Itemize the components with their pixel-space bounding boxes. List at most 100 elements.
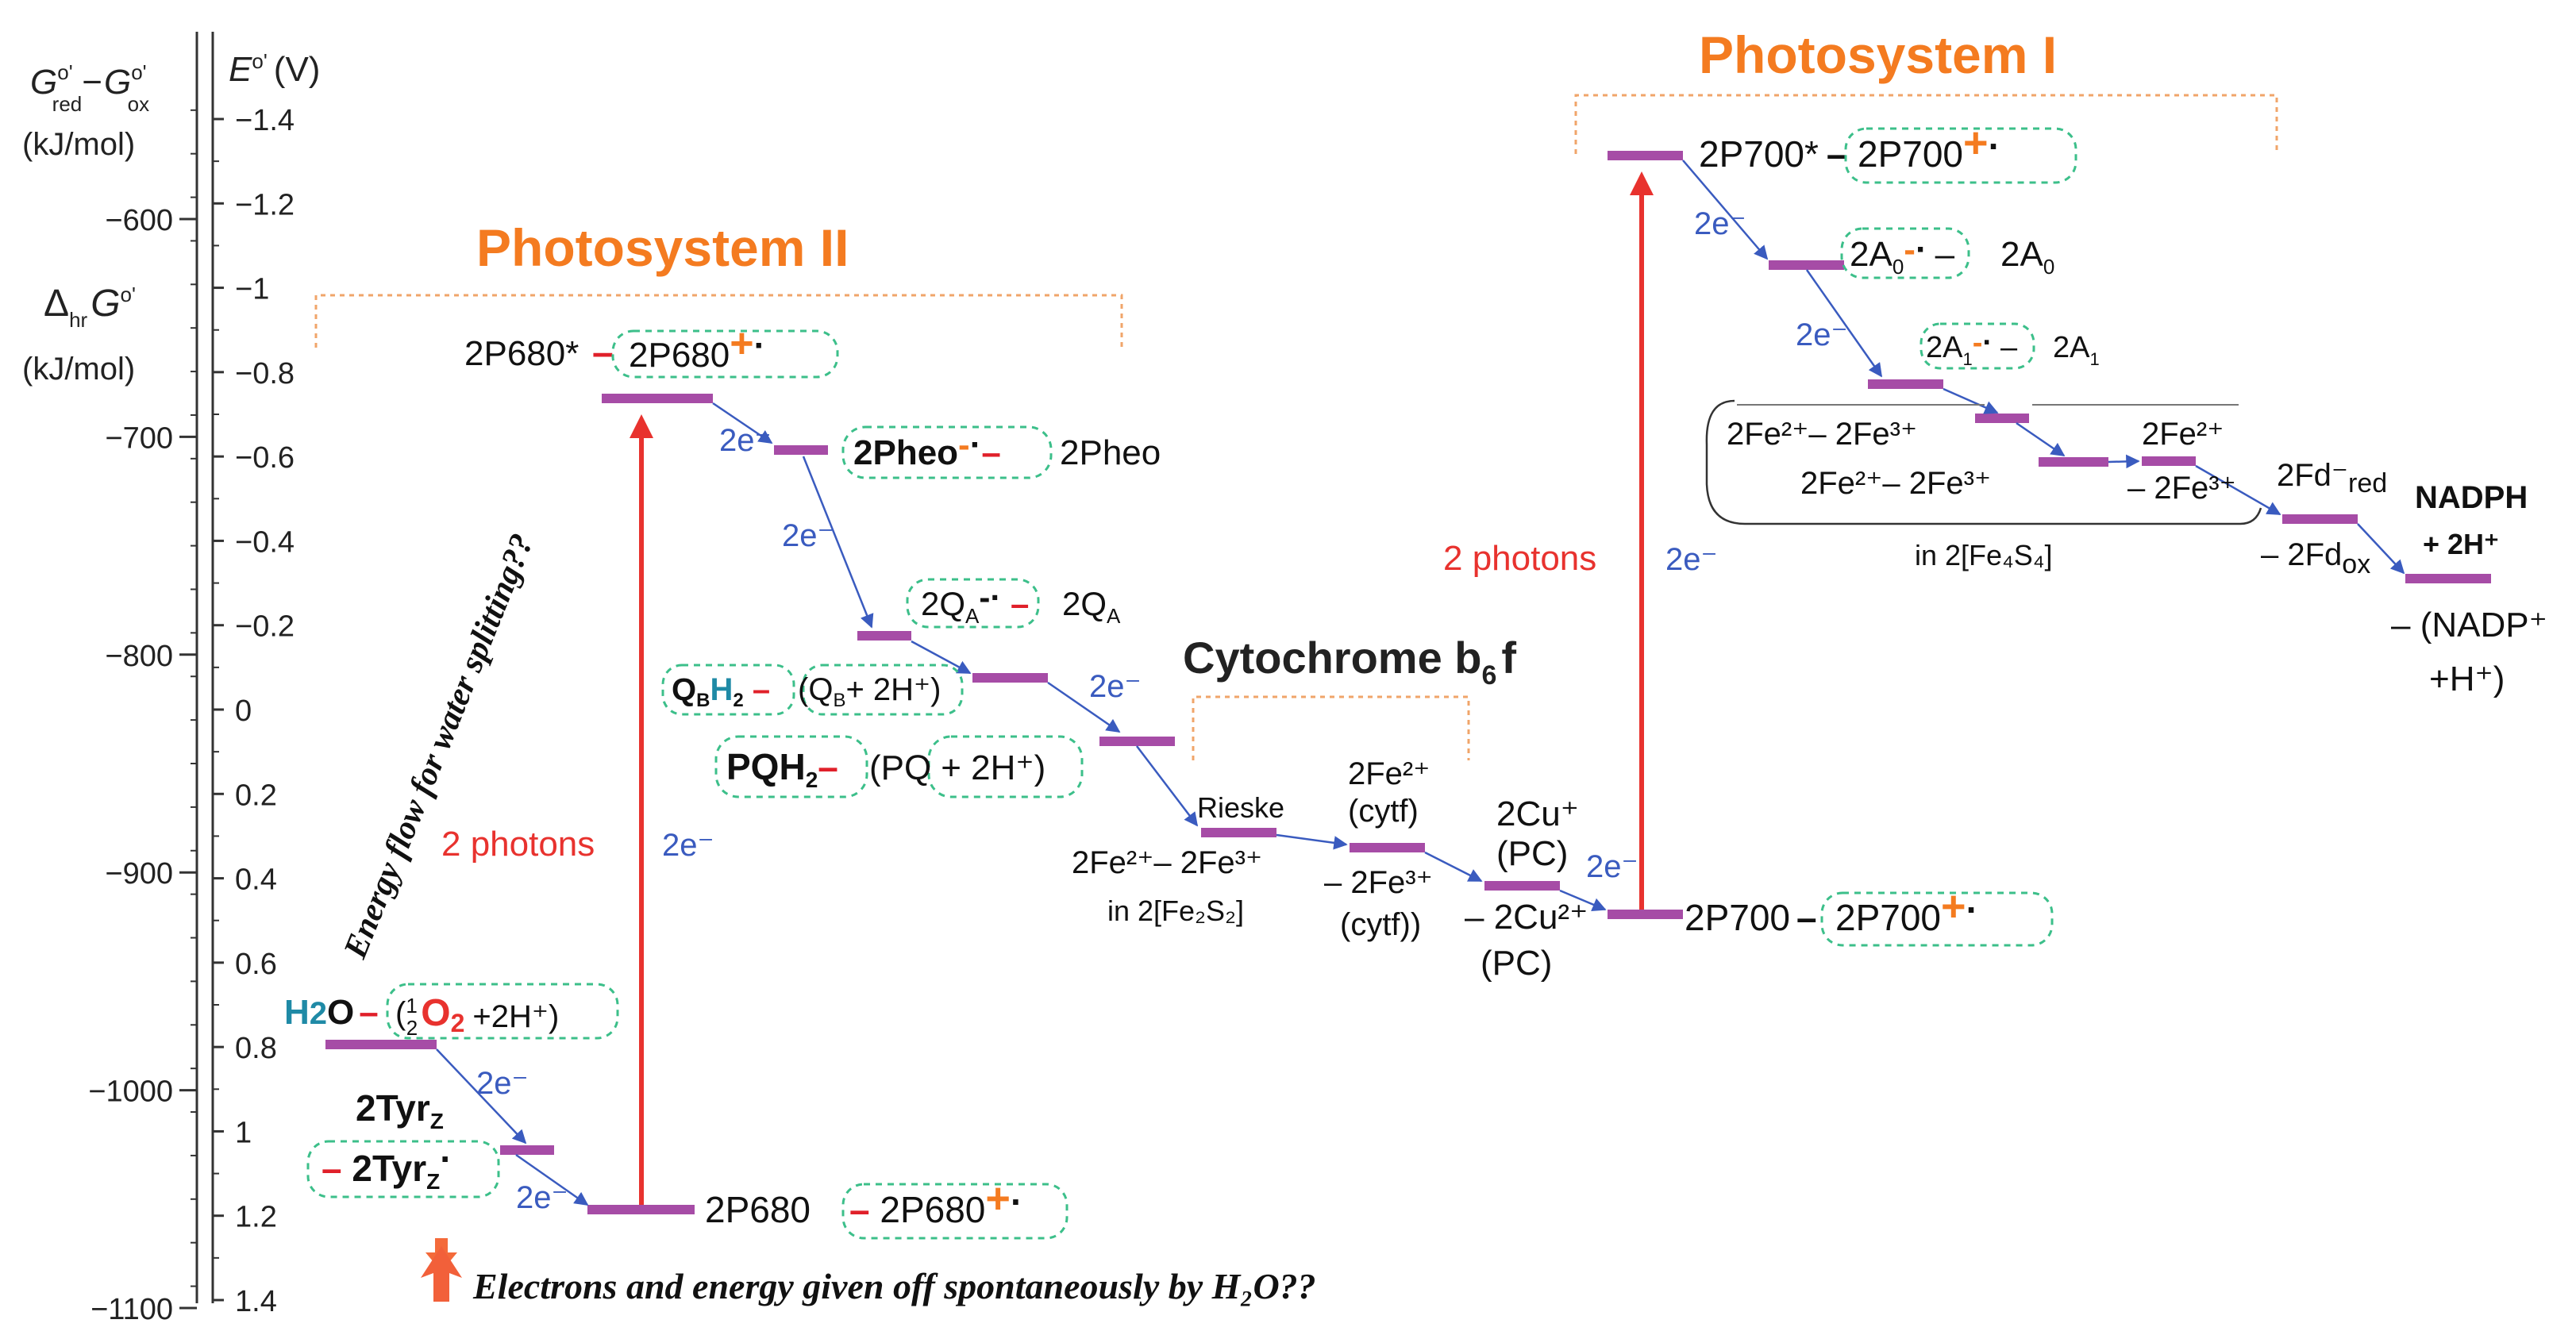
p680-label: 2P680 — [705, 1189, 811, 1230]
spontaneous-arrow-icon — [421, 1246, 462, 1302]
a0-label: 2A0 — [2000, 235, 2054, 279]
ps1-photon-2e-label: 2e⁻ — [1665, 542, 1718, 577]
level-fe4s4-b — [2039, 457, 2108, 467]
p700-ox-label: 2P700+· — [1835, 883, 1978, 938]
a1-red-label: 2A1-·– — [1926, 326, 2018, 369]
energy-levels — [325, 151, 2491, 1214]
arrow-pc-p700 — [1559, 889, 1607, 911]
ps2-heading: Photosystem II — [476, 218, 849, 277]
p700-ox-box — [1820, 891, 2054, 947]
tyr-ox-label: – 2TyrZ· — [322, 1138, 452, 1194]
level-p700-excited — [1608, 151, 1683, 160]
electron-arrows — [436, 160, 2405, 1206]
p700-excited-ox-label: 2P700+· — [1858, 119, 2000, 175]
level-fe4s4-c — [2142, 456, 2196, 466]
e-label-4: 2e⁻ — [1586, 849, 1638, 884]
fe4s4-c-top-label: 2Fe²⁺ — [2142, 417, 2224, 452]
level-tyrz — [500, 1145, 554, 1155]
p680-ox-label: – 2P680+· — [849, 1175, 1022, 1230]
dg-tick-group: −600−700−800−900−1000−1100 — [88, 109, 197, 1326]
water-label: H2O– — [284, 993, 379, 1032]
arrow-fe4s4-fd — [2195, 464, 2281, 516]
tyr-ox-box — [306, 1140, 500, 1198]
e-tick-label: −1 — [235, 273, 269, 306]
level-qa — [857, 631, 911, 641]
level-rieske — [1201, 828, 1276, 837]
tyr-red-label: 2TyrZ — [356, 1087, 444, 1133]
cytf-ox-top: – 2Fe³⁺ — [1324, 865, 1433, 900]
qbh2-box — [661, 664, 795, 716]
rieske-label: Rieske — [1197, 791, 1284, 824]
drg-axis-units: (kJ/mol) — [22, 352, 135, 387]
e-tick-label: 0.2 — [235, 779, 277, 812]
ps1-heading: Photosystem I — [1699, 25, 2057, 84]
dg-tick-label: −1100 — [90, 1293, 173, 1326]
pheo-red-box — [841, 425, 1053, 479]
pqh2-label: PQH2– — [726, 746, 838, 792]
energy-flow-annotation: Energy flow for water splitting?? — [337, 529, 541, 964]
level-a1 — [1868, 379, 1943, 389]
e-label-7: 2e⁻ — [476, 1066, 529, 1101]
p700-excited-label: 2P700*– — [1699, 133, 1847, 175]
level-fd — [2282, 514, 2358, 524]
e-tick-label: −0.8 — [235, 357, 295, 390]
level-p680-excited — [602, 394, 713, 403]
level-qb — [972, 673, 1048, 683]
qb-ox-label: (QB+ 2H⁺) — [798, 672, 941, 711]
ps1-bracket — [1574, 94, 2278, 154]
e-tick-group: −1.4−1.2−1−0.8−0.6−0.4−0.200.20.40.60.81… — [213, 104, 295, 1318]
e-label-6: 2e⁻ — [1796, 317, 1848, 352]
energy-axes: −600−700−800−900−1000−1100 −1.4−1.2−1−0.… — [22, 32, 320, 1326]
cytf-ox-bot: (cytf)) — [1340, 907, 1421, 942]
level-p680 — [587, 1205, 695, 1214]
electron-labels: 2e⁻ 2e⁻ 2e⁻ 2e⁻ 2e⁻ 2e⁻ 2e⁻ 2e⁻ — [476, 206, 1848, 1215]
dg-axis-units: (kJ/mol) — [22, 127, 135, 162]
arrow-fe4s4-b-c — [2108, 454, 2140, 469]
level-pheo — [774, 445, 828, 455]
pqh2-box — [714, 735, 868, 798]
ps2-photon-2e-label: 2e⁻ — [662, 828, 714, 863]
level-a0 — [1769, 260, 1844, 270]
dg-tick-label: −1000 — [88, 1075, 173, 1109]
cytf-red-bot: (cytf) — [1348, 794, 1419, 829]
pheo-label: 2Pheo — [1060, 433, 1161, 472]
a0-red-label: 2A0-·– — [1850, 230, 1955, 279]
fe2s2-line-label: 2Fe²⁺– 2Fe³⁺ — [1072, 845, 1262, 880]
fe2s2-in-label: in 2[Fe₂S₂] — [1107, 894, 1244, 927]
arrow-cytf-pc — [1424, 851, 1483, 883]
arrow-water-tyr — [436, 1048, 527, 1145]
e-tick-label: 0.6 — [235, 948, 277, 981]
pc-ox-top: – 2Cu²⁺ — [1465, 898, 1588, 937]
fe4s4-in-label: in 2[Fe₄S₄] — [1915, 539, 2052, 571]
dg-tick-label: −600 — [105, 204, 173, 237]
nadph-2h-label: + 2H⁺ — [2423, 528, 2499, 560]
arrow-a1-fe4s4 — [1943, 387, 1999, 414]
level-pc — [1484, 881, 1560, 891]
dg-tick-label: −700 — [105, 421, 173, 455]
p680-excited-ox-box — [611, 329, 839, 379]
ps2-photons-label: 2 photons — [441, 825, 595, 864]
fd-red-label: 2Fd⁻red — [2277, 458, 2387, 498]
e-axis-label: Eo'(V) — [229, 49, 320, 89]
oxygen-box — [386, 983, 619, 1040]
level-pq — [1099, 737, 1175, 746]
arrow-qa-qb — [911, 640, 972, 675]
pc-red-bot: (PC) — [1496, 834, 1568, 873]
arrow-p680-pheo — [712, 402, 773, 444]
pq-ox-box — [927, 735, 1084, 798]
pc-ox-bot: (PC) — [1481, 944, 1552, 983]
arrow-qb-pq — [1047, 681, 1121, 733]
fe4s4-c-bot-label: – 2Fe³⁺ — [2127, 471, 2236, 506]
qbh2-label: QBH2 – — [672, 672, 770, 711]
e-tick-label: 1 — [235, 1116, 252, 1149]
pheo-red-label: 2Pheo-·– — [853, 425, 1001, 472]
pc-red-top: 2Cu⁺ — [1496, 794, 1579, 833]
e-tick-label: −0.6 — [235, 441, 295, 475]
level-p700 — [1608, 910, 1683, 919]
e-label-2: 2e⁻ — [782, 518, 834, 553]
drg-axis-label: ΔhrGo' — [44, 283, 136, 332]
p680-excited-ox-label: 2P680+· — [629, 321, 765, 375]
photon-arrows: 2 photons 2 photons 2e⁻ 2e⁻ — [441, 171, 1718, 1205]
